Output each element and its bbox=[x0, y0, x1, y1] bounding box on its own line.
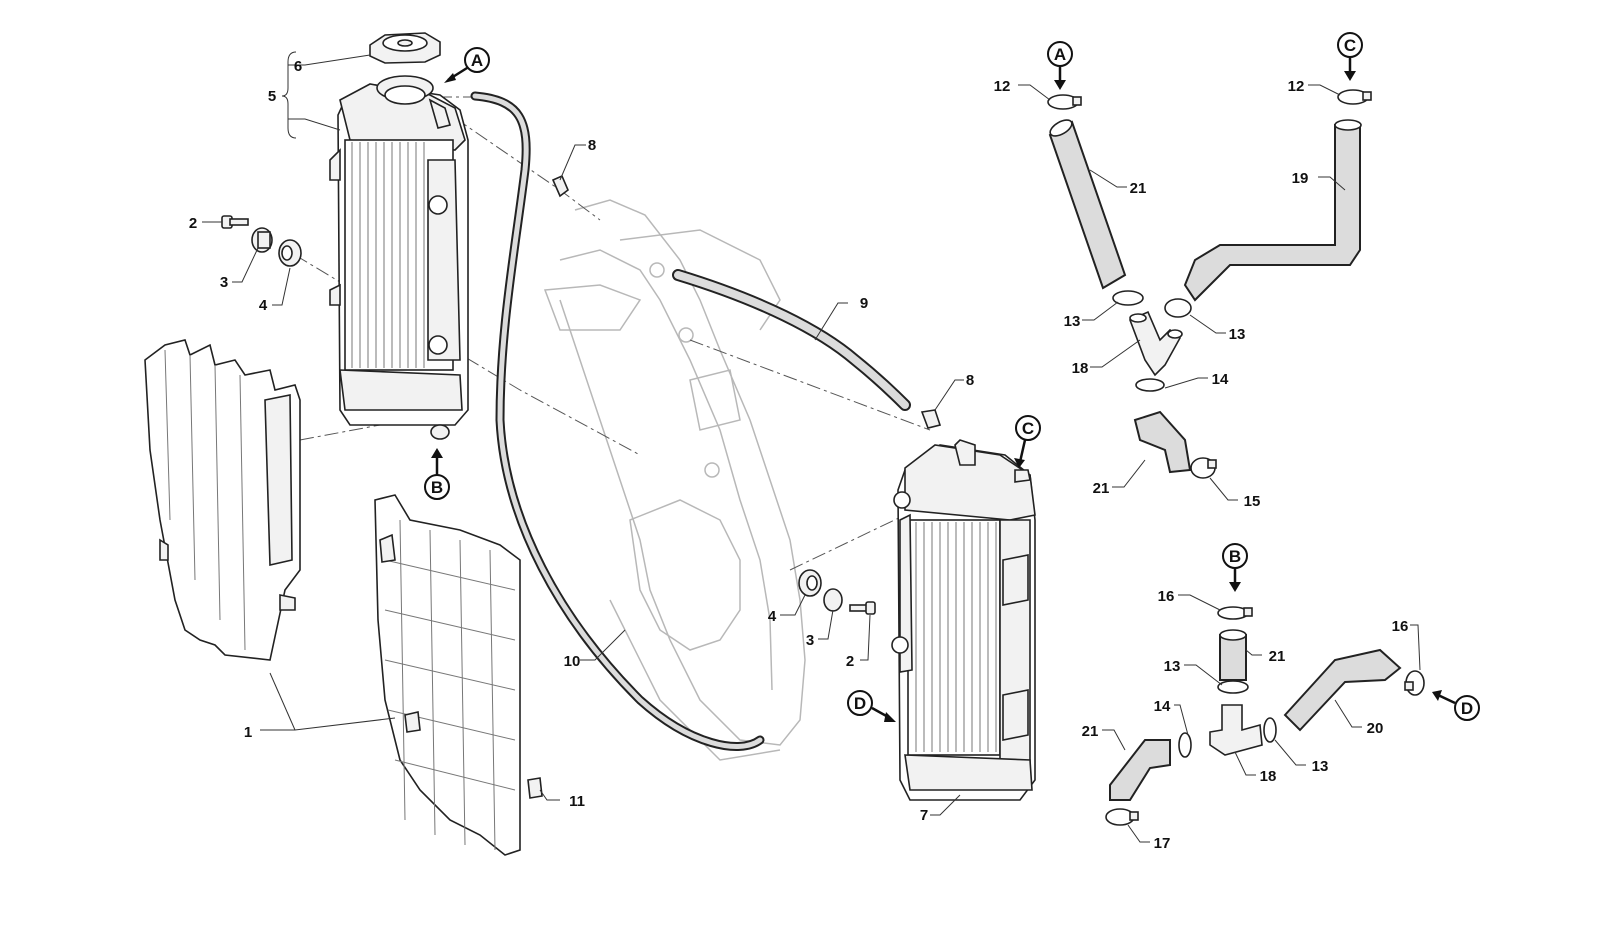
svg-text:A: A bbox=[471, 51, 483, 70]
callout-5: 5 bbox=[268, 88, 276, 105]
callout-2-right: 2 bbox=[846, 653, 854, 670]
callout-8-lower: 8 bbox=[966, 372, 974, 389]
radiator-shroud-upper bbox=[144, 339, 301, 661]
clamp-13-upper-left bbox=[1112, 290, 1144, 306]
connector-B-hose: B bbox=[1222, 543, 1248, 592]
clip-8-upper bbox=[551, 174, 569, 198]
clamp-15 bbox=[1190, 457, 1217, 479]
connector-C-right-radiator: C bbox=[1014, 415, 1041, 468]
connector-D-right-radiator: D bbox=[847, 690, 896, 722]
clamp-13-upper-right bbox=[1164, 298, 1192, 318]
clamp-12-C bbox=[1337, 89, 1372, 105]
callout-13-lower-vertical: 13 bbox=[1164, 658, 1181, 675]
clamp-17 bbox=[1105, 808, 1139, 826]
radiator-louver-lower bbox=[374, 494, 521, 856]
callout-13-upper-right: 13 bbox=[1229, 326, 1246, 343]
callout-21-upper: 21 bbox=[1130, 180, 1147, 197]
connector-A-hose: A bbox=[1047, 41, 1073, 90]
frame-outline bbox=[543, 199, 806, 761]
callout-9: 9 bbox=[860, 295, 868, 312]
bushing-3-left bbox=[251, 227, 273, 253]
callout-17: 17 bbox=[1154, 835, 1171, 852]
svg-text:B: B bbox=[431, 478, 443, 497]
callout-3-right: 3 bbox=[806, 632, 814, 649]
callout-14-lower: 14 bbox=[1154, 698, 1171, 715]
fastener-11 bbox=[527, 777, 543, 799]
clamp-14-lower bbox=[1178, 732, 1192, 758]
overflow-hose-10 bbox=[470, 91, 765, 751]
callout-21-short: 21 bbox=[1269, 648, 1286, 665]
t-fitting-18-lower bbox=[1209, 704, 1263, 756]
y-fitting-18-upper bbox=[1128, 310, 1183, 377]
callout-14-upper: 14 bbox=[1212, 371, 1229, 388]
callout-4-left: 4 bbox=[259, 297, 268, 314]
right-radiator-fins bbox=[915, 522, 997, 752]
hose-21-elbow-lower bbox=[1109, 739, 1171, 801]
bolt-2-right bbox=[849, 601, 876, 615]
connector-D-hose: D bbox=[1432, 690, 1480, 721]
hose-20 bbox=[1283, 648, 1402, 732]
breather-hose-9 bbox=[672, 269, 911, 411]
left-radiator bbox=[329, 75, 469, 440]
callout-11: 11 bbox=[569, 793, 585, 810]
svg-text:D: D bbox=[854, 694, 866, 713]
callout-6: 6 bbox=[294, 58, 302, 75]
callout-2-left: 2 bbox=[189, 215, 197, 232]
clamp-12-A bbox=[1047, 94, 1082, 110]
callout-10: 10 bbox=[564, 653, 581, 670]
connector-A-left: A bbox=[444, 47, 490, 83]
svg-text:C: C bbox=[1022, 419, 1034, 438]
callout-7: 7 bbox=[920, 807, 928, 824]
callout-15: 15 bbox=[1244, 493, 1261, 510]
clamp-14-upper bbox=[1135, 378, 1165, 392]
callout-21-elbow-upper: 21 bbox=[1093, 480, 1110, 497]
hose-21-elbow-upper bbox=[1133, 410, 1192, 474]
clamp-16-B bbox=[1217, 606, 1253, 620]
clamp-13-lower-side bbox=[1263, 717, 1277, 743]
callout-20: 20 bbox=[1367, 720, 1384, 737]
clip-8-lower bbox=[920, 409, 942, 429]
callout-labels: 1 2 3 4 5 6 7 8 8 9 10 11 4 3 2 12 12 21… bbox=[189, 58, 1409, 852]
callout-16-D: 16 bbox=[1392, 618, 1409, 635]
bushing-3-right bbox=[823, 588, 843, 612]
callout-12-A: 12 bbox=[994, 78, 1011, 95]
callout-12-C: 12 bbox=[1288, 78, 1305, 95]
leader-lines bbox=[202, 54, 1421, 843]
callout-4-right: 4 bbox=[768, 608, 777, 625]
svg-text:A: A bbox=[1054, 45, 1066, 64]
callout-21-elbow-lower: 21 bbox=[1082, 723, 1099, 740]
clamp-13-lower-vertical bbox=[1217, 680, 1249, 694]
hose-19 bbox=[1183, 119, 1362, 302]
radiator-cap bbox=[369, 32, 441, 64]
bracket-5 bbox=[281, 51, 297, 139]
svg-text:B: B bbox=[1229, 547, 1241, 566]
callout-18-lower: 18 bbox=[1260, 768, 1277, 785]
right-radiator bbox=[891, 439, 1036, 801]
svg-text:D: D bbox=[1461, 699, 1473, 718]
bolt-2-left bbox=[221, 215, 249, 229]
callout-13-lower-side: 13 bbox=[1312, 758, 1329, 775]
hose-21-short bbox=[1219, 629, 1247, 681]
hose-21-upper bbox=[1048, 119, 1127, 290]
callout-16-B: 16 bbox=[1158, 588, 1175, 605]
grommet-4-right bbox=[798, 569, 822, 597]
callout-19: 19 bbox=[1292, 170, 1309, 187]
callout-8-upper: 8 bbox=[588, 137, 596, 154]
callout-13-upper-left: 13 bbox=[1064, 313, 1081, 330]
callout-3-left: 3 bbox=[220, 274, 228, 291]
connector-B-left: B bbox=[424, 448, 450, 500]
connector-C-hose: C bbox=[1337, 32, 1363, 81]
left-radiator-fins bbox=[351, 142, 425, 368]
callout-18-upper: 18 bbox=[1072, 360, 1089, 377]
clamp-16-D bbox=[1404, 670, 1425, 696]
callout-1: 1 bbox=[244, 724, 252, 741]
grommet-4-left bbox=[278, 239, 302, 267]
svg-text:C: C bbox=[1344, 36, 1356, 55]
